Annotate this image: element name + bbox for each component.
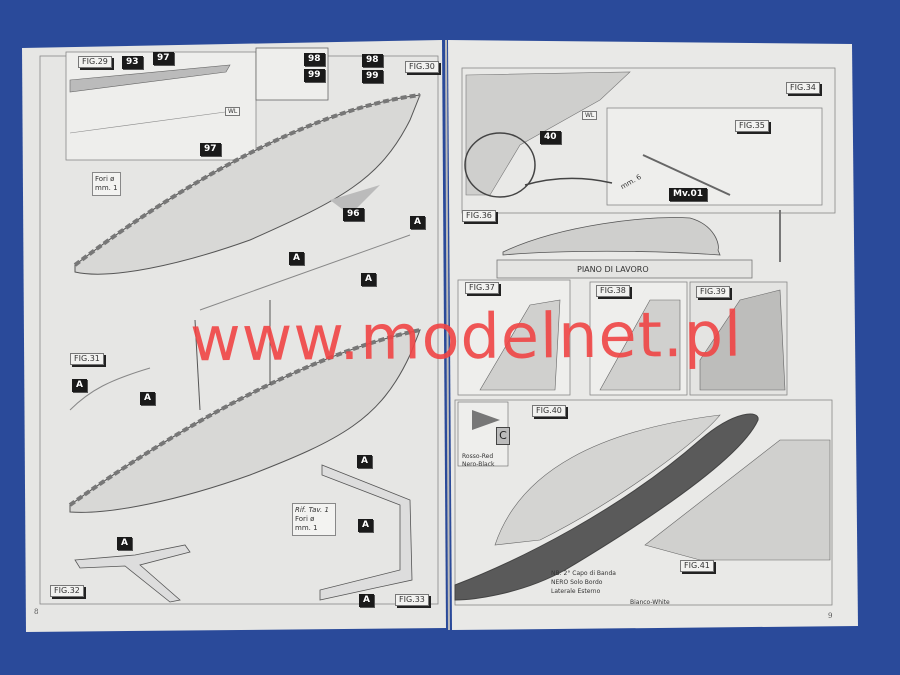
part-a-label: A [361,273,376,286]
legend-red: Rosso-Red [462,453,494,460]
fig37-label: FIG.37 [465,282,499,294]
work-surface-label: PIANO DI LAVORO [577,265,649,274]
part-98-label: 98 [362,54,383,67]
fig41-label: FIG.41 [680,560,714,572]
paint-code-c: C [496,427,510,445]
drill-note-ref: Rif. Tav. 1 Fori ø mm. 1 [292,503,336,536]
part-99-label: 99 [304,69,325,82]
note-line: NB: 2° Capo di Banda [551,570,616,577]
drill-note: Fori ø mm. 1 [92,172,121,196]
fig30-label: FIG.30 [405,61,439,73]
part-a-label: A [357,455,372,468]
part-98-label: 98 [304,53,325,66]
page-number-right: 9 [828,612,833,620]
fig34-label: FIG.34 [786,82,820,94]
part-a-label: A [289,252,304,265]
part-a-label: A [359,594,374,607]
fig31-label: FIG.31 [70,353,104,365]
fig35-label: FIG.35 [735,120,769,132]
part-97-label: 97 [153,52,174,65]
part-a-label: A [72,379,87,392]
part-97-label: 97 [200,143,221,156]
drill-note-line2: mm. 1 [295,524,318,532]
fig32-label: FIG.32 [50,585,84,597]
drill-note-line1: Fori ø [95,175,115,183]
note-line: Laterale Esterno [551,588,601,595]
part-99-label: 99 [362,70,383,83]
fig33-label: FIG.33 [395,594,429,606]
part-a-label: A [140,392,155,405]
drill-note-ref-text: Rif. Tav. 1 [295,506,329,514]
waterline-label: WL [225,107,241,116]
fig38-label: FIG.38 [596,285,630,297]
watermark: www.modelnet.pl [189,297,743,376]
fig36-label: FIG.36 [462,210,496,222]
part-a-label: A [358,519,373,532]
legend-black: Nero-Black [462,461,495,468]
note-line: NERO Solo Bordo [551,579,603,586]
white-paint-label: Bianco-White [630,599,670,606]
fig29-label: FIG.29 [78,56,112,68]
fig34-frame [461,67,836,214]
drill-note-line1: Fori ø [295,515,315,523]
paint-note: NB: 2° Capo di Banda NERO Solo Bordo Lat… [551,569,616,596]
part-96-label: 96 [343,208,364,221]
waterline-label: WL [582,111,598,120]
fig35-frame [606,107,823,206]
drill-note-line2: mm. 1 [95,184,118,192]
fig39-label: FIG.39 [696,286,730,298]
fig40-label: FIG.40 [532,405,566,417]
mv01-label: Mv.01 [669,188,708,201]
part-a-label: A [117,537,132,550]
part-a-label: A [410,216,425,229]
part-40-label: 40 [540,131,561,144]
page-number-left: 8 [34,608,39,616]
part-93-label: 93 [122,56,143,69]
